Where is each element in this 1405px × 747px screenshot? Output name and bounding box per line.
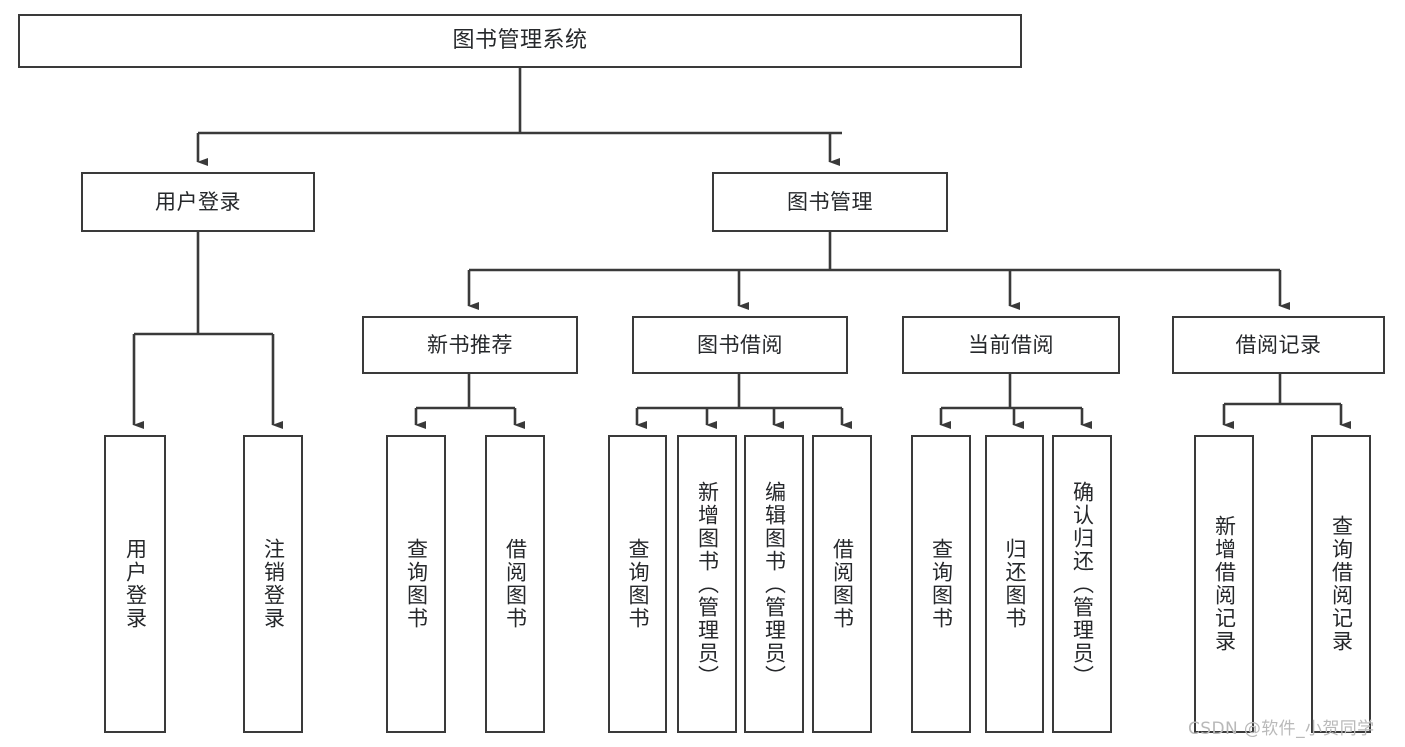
node-root-label: 图书管理系统 <box>452 28 588 54</box>
node-leaf-add-book-label: 新增图书（管理员） <box>695 480 720 688</box>
node-user-login-label: 用户登录 <box>155 189 241 214</box>
edges-bookmanage-to-level3 <box>467 232 1290 310</box>
node-leaf-user-login-label: 用户登录 <box>123 538 148 630</box>
node-root[interactable]: 图书管理系统 <box>18 14 1022 68</box>
node-borrow-record-label: 借阅记录 <box>1235 332 1322 357</box>
node-leaf-user-login[interactable]: 用户登录 <box>104 435 166 733</box>
node-book-manage[interactable]: 图书管理 <box>712 172 948 232</box>
node-leaf-query-book-borrow[interactable]: 查询图书 <box>608 435 667 733</box>
node-book-borrow-label: 图书借阅 <box>697 332 783 357</box>
node-leaf-return-book[interactable]: 归还图书 <box>985 435 1044 733</box>
node-leaf-edit-book-label: 编辑图书（管理员） <box>762 480 787 688</box>
node-leaf-query-book-recommend[interactable]: 查询图书 <box>386 435 446 733</box>
node-leaf-confirm-return[interactable]: 确认归还（管理员） <box>1052 435 1112 733</box>
node-new-book-recommend[interactable]: 新书推荐 <box>362 316 578 374</box>
node-leaf-confirm-return-label: 确认归还（管理员） <box>1070 480 1095 688</box>
edges-root-to-level2 <box>196 68 842 166</box>
node-user-login[interactable]: 用户登录 <box>81 172 315 232</box>
node-new-book-recommend-label: 新书推荐 <box>427 332 513 357</box>
node-leaf-return-book-label: 归还图书 <box>1003 538 1027 630</box>
node-leaf-query-borrow-record[interactable]: 查询借阅记录 <box>1311 435 1371 733</box>
node-leaf-add-borrow-record[interactable]: 新增借阅记录 <box>1194 435 1254 733</box>
node-leaf-query-book-borrow-label: 查询图书 <box>626 538 650 630</box>
edges-bookborrow-to-leaves <box>635 374 852 429</box>
node-current-borrow-label: 当前借阅 <box>968 332 1054 357</box>
node-leaf-edit-book[interactable]: 编辑图书（管理员） <box>744 435 804 733</box>
node-leaf-add-book[interactable]: 新增图书（管理员） <box>677 435 737 733</box>
node-leaf-borrow-book-label: 借阅图书 <box>830 538 855 630</box>
edges-borrowrecord-to-leaves <box>1222 374 1351 429</box>
edges-userlogin-to-leaves <box>132 232 283 429</box>
edges-newbook-to-leaves <box>414 374 525 429</box>
node-leaf-query-book-current-label: 查询图书 <box>929 538 954 630</box>
node-leaf-borrow-book-recommend-label: 借阅图书 <box>503 538 528 630</box>
node-leaf-query-borrow-record-label: 查询借阅记录 <box>1329 515 1354 653</box>
node-leaf-user-logout[interactable]: 注销登录 <box>243 435 303 733</box>
node-current-borrow[interactable]: 当前借阅 <box>902 316 1120 374</box>
node-book-manage-label: 图书管理 <box>787 189 873 214</box>
node-leaf-user-logout-label: 注销登录 <box>261 538 286 630</box>
node-leaf-borrow-book[interactable]: 借阅图书 <box>812 435 872 733</box>
node-borrow-record[interactable]: 借阅记录 <box>1172 316 1385 374</box>
node-leaf-query-book-current[interactable]: 查询图书 <box>911 435 971 733</box>
node-leaf-query-book-recommend-label: 查询图书 <box>404 538 429 630</box>
edges-currentborrow-to-leaves <box>939 374 1092 429</box>
node-leaf-borrow-book-recommend[interactable]: 借阅图书 <box>485 435 545 733</box>
node-leaf-add-borrow-record-label: 新增借阅记录 <box>1212 515 1237 653</box>
node-book-borrow[interactable]: 图书借阅 <box>632 316 848 374</box>
